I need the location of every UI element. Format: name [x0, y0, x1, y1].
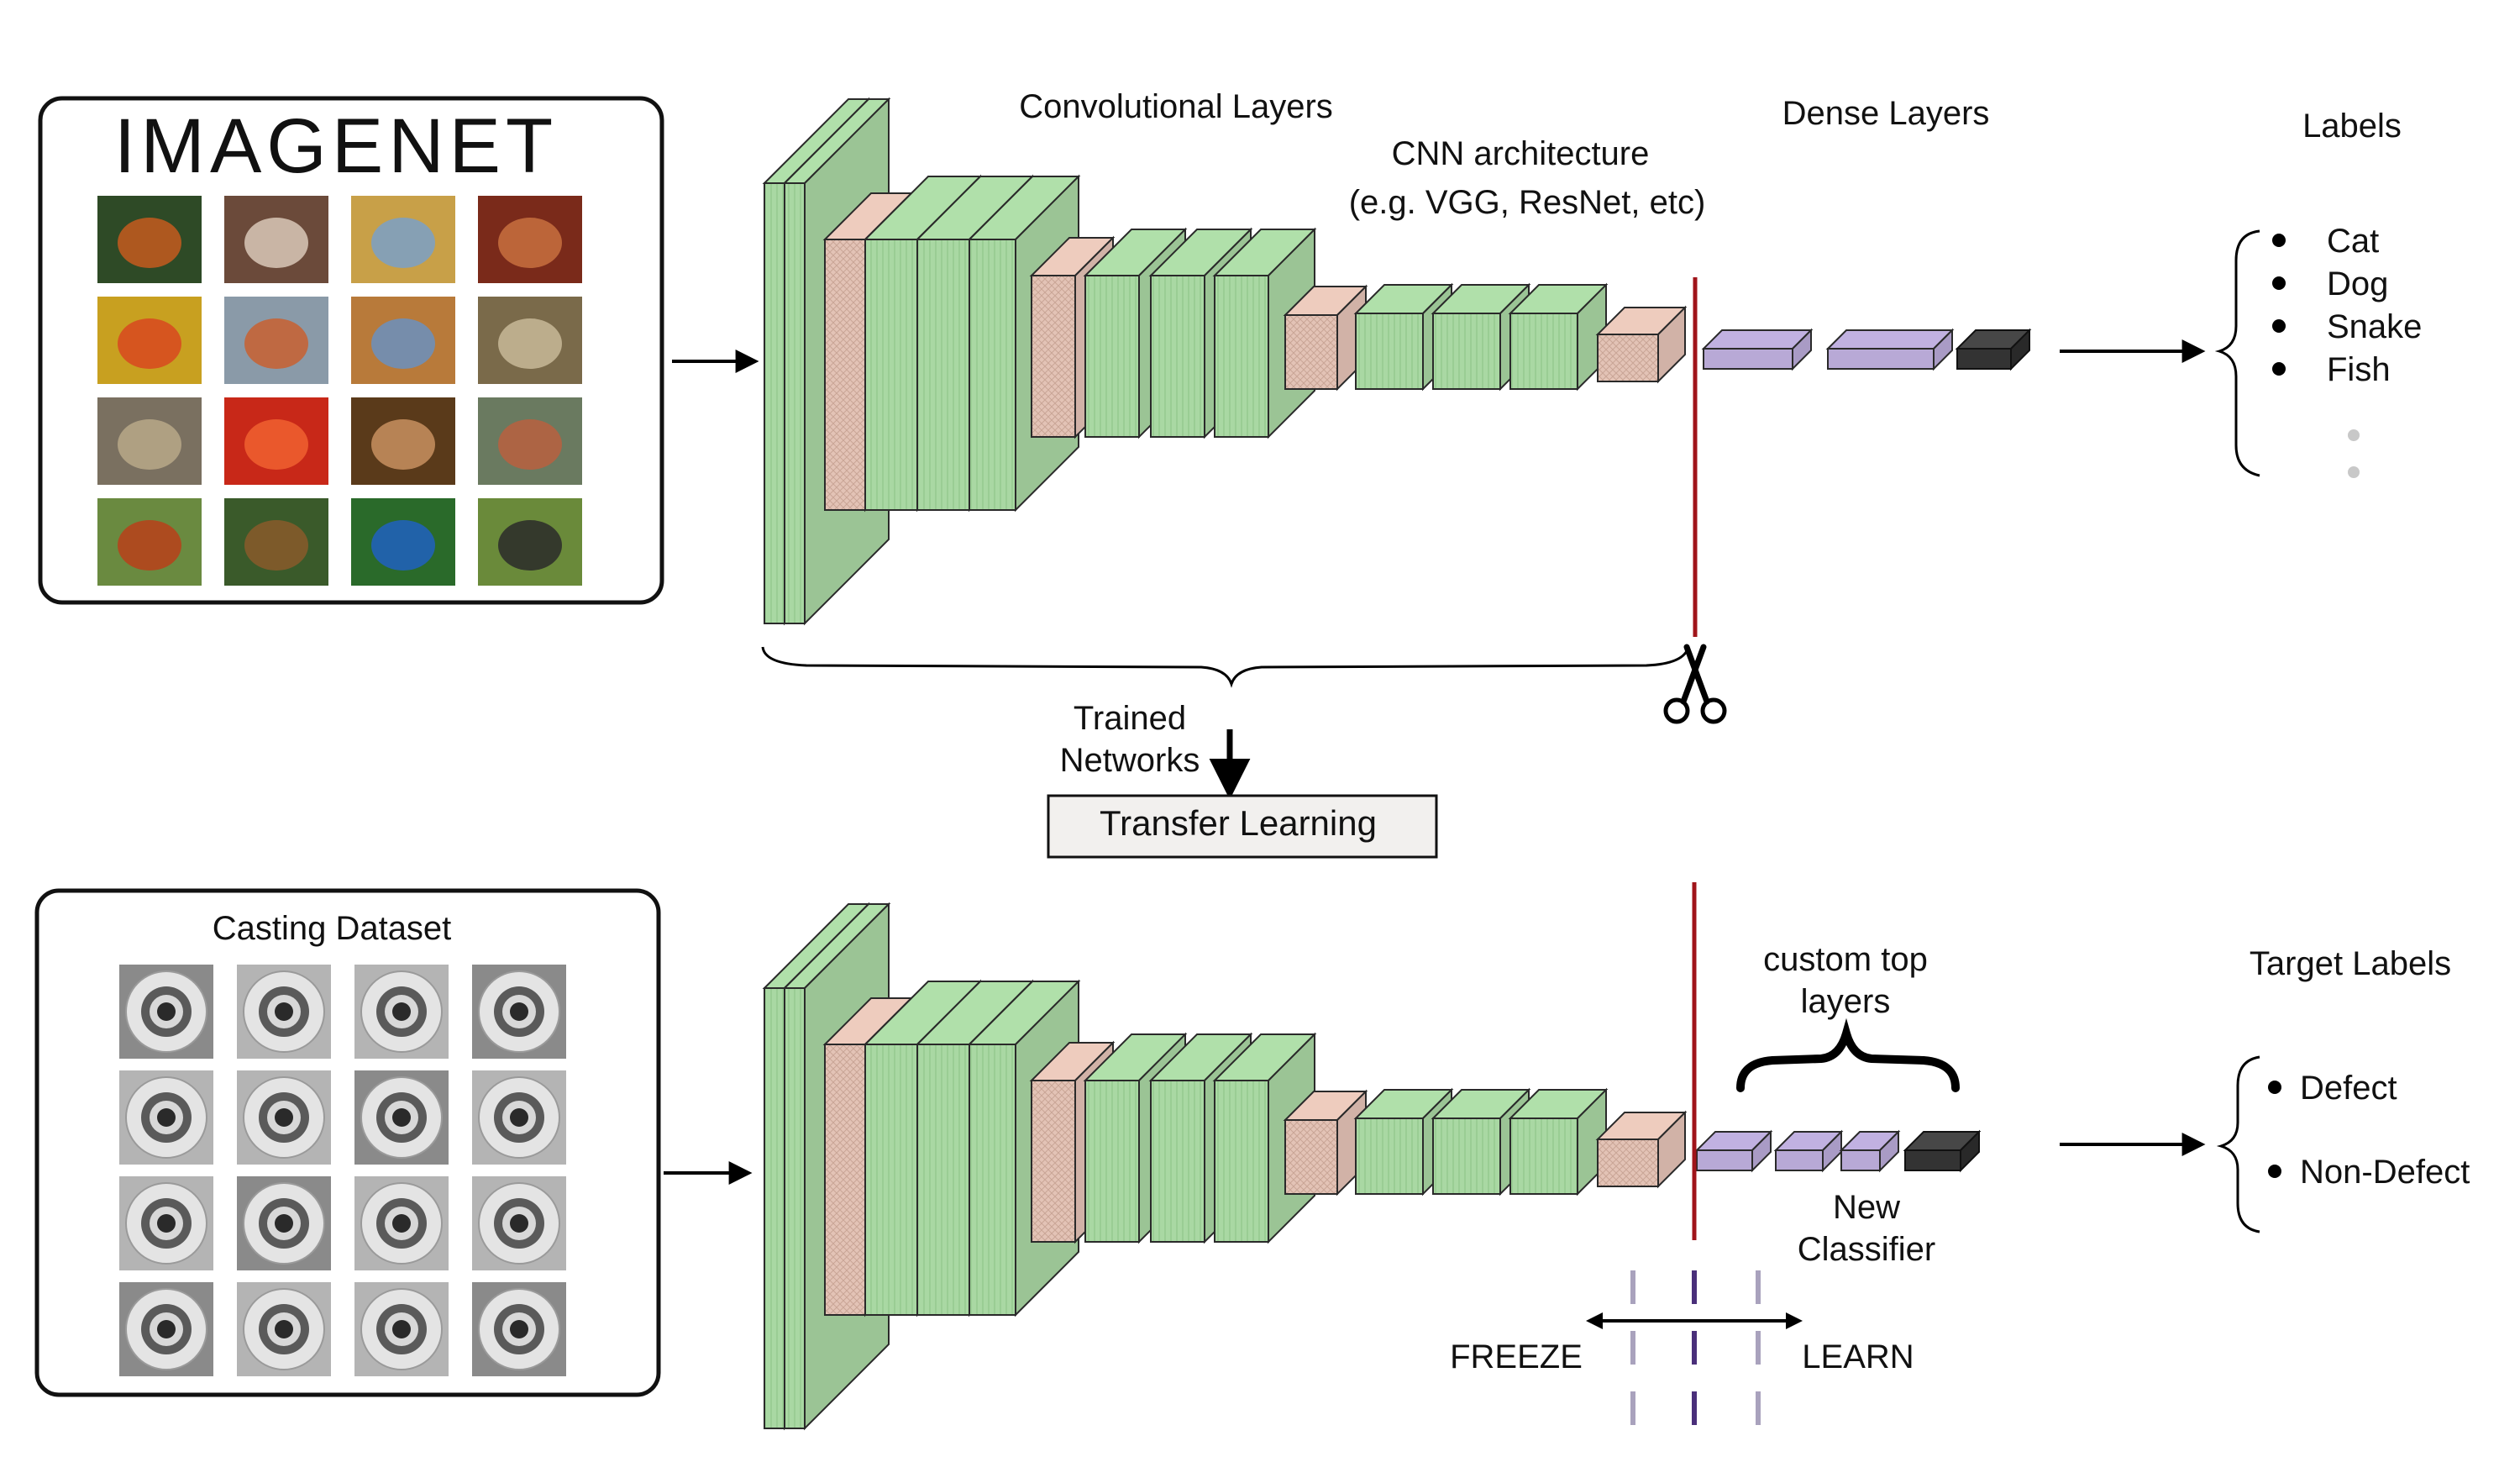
label-bullet [2272, 276, 2286, 290]
transfer-learning-label: Transfer Learning [1100, 803, 1377, 843]
imagenet-thumbnail [224, 498, 328, 586]
imagenet-thumbnail [97, 297, 202, 384]
label-bullet [2268, 1081, 2281, 1094]
trained-networks-label-2: Networks [1060, 742, 1200, 779]
dense-layer [1694, 1129, 1773, 1173]
casting-thumbnail [354, 1070, 449, 1165]
target-label: Defect [2300, 1070, 2397, 1107]
scissors-icon [1663, 644, 1727, 724]
imagenet-thumbnail [351, 297, 455, 384]
casting-thumbnail [119, 965, 213, 1059]
learn-label: LEARN [1802, 1338, 1914, 1375]
casting-thumbnail [237, 1070, 331, 1165]
imagenet-thumbnail [97, 397, 202, 485]
casting-thumbnails [119, 965, 566, 1376]
target-labels-title: Target Labels [2250, 945, 2451, 982]
casting-thumbnail [472, 965, 566, 1059]
casting-thumbnail [354, 1176, 449, 1270]
imagenet-thumbnail [224, 397, 328, 485]
imagenet-logo: IMAGENET [114, 103, 558, 189]
custom-top-layers-label: custom top [1763, 941, 1928, 978]
pool-layer [1595, 1110, 1688, 1189]
dense-layer [1825, 328, 1955, 371]
pretrained-network [762, 97, 2032, 626]
dense-layer [1701, 328, 1814, 371]
target-labels-brace [2216, 1055, 2260, 1233]
cnn-architecture-examples: (e.g. VGG, ResNet, etc) [1349, 184, 1706, 221]
more-labels-dot [2348, 429, 2360, 441]
conv-layers-title: Convolutional Layers [1019, 88, 1333, 125]
pool-layer [1283, 284, 1368, 392]
casting-thumbnail [119, 1176, 213, 1270]
freeze-label: FREEZE [1450, 1338, 1583, 1375]
cnn-architecture-title: CNN architecture [1392, 135, 1650, 172]
trained-networks-label: Trained [1074, 700, 1186, 737]
casting-thumbnail [237, 1282, 331, 1376]
casting-thumbnail [237, 965, 331, 1059]
dense-layer [1773, 1129, 1844, 1173]
labels-brace-top [2214, 229, 2260, 477]
imagenet-thumbnail [97, 498, 202, 586]
casting-panel: Casting Dataset [34, 888, 661, 1397]
custom-top-layers-label-2: layers [1801, 983, 1891, 1020]
imagenet-thumbnail [478, 498, 582, 586]
class-label: Snake [2327, 308, 2422, 345]
imagenet-thumbnail [224, 196, 328, 283]
custom-layers-brace [1736, 1018, 1960, 1092]
casting-thumbnail [119, 1070, 213, 1165]
pool-layer [1283, 1089, 1368, 1196]
casting-thumbnail [354, 965, 449, 1059]
pool-layer [1595, 305, 1688, 384]
conv-layer [1508, 282, 1609, 392]
class-label: Dog [2327, 266, 2388, 302]
imagenet-thumbnail [224, 297, 328, 384]
imagenet-thumbnail [351, 498, 455, 586]
transfer-learning-box [1047, 794, 1438, 859]
casting-thumbnail [472, 1176, 566, 1270]
casting-thumbnail [119, 1282, 213, 1376]
casting-thumbnail [472, 1282, 566, 1376]
new-classifier-label-2: Classifier [1798, 1231, 1935, 1268]
target-label: Non-Defect [2300, 1154, 2470, 1191]
more-labels-dot [2348, 466, 2360, 478]
conv-layer [1353, 1087, 1454, 1196]
new-classifier-label: New [1833, 1189, 1900, 1226]
output-layer [1955, 328, 2032, 371]
imagenet-thumbnail [351, 196, 455, 283]
output-layer [1903, 1129, 1982, 1173]
imagenet-thumbnail [97, 196, 202, 283]
class-label: Fish [2327, 351, 2391, 388]
imagenet-thumbnail [478, 297, 582, 384]
imagenet-thumbnail [351, 397, 455, 485]
casting-thumbnail [237, 1176, 331, 1270]
casting-dataset-title: Casting Dataset [213, 910, 452, 947]
label-bullet [2268, 1165, 2281, 1178]
imagenet-thumbnails [97, 196, 582, 586]
imagenet-thumbnail [478, 196, 582, 283]
label-bullet [2272, 234, 2286, 247]
labels-title: Labels [2302, 108, 2402, 145]
conv-layer [1508, 1087, 1609, 1196]
imagenet-thumbnail [478, 397, 582, 485]
label-bullet [2272, 362, 2286, 376]
trained-networks-brace [761, 646, 1690, 688]
imagenet-panel: IMAGENET [38, 96, 664, 605]
dense-layer [1839, 1129, 1901, 1173]
class-label: Cat [2327, 223, 2379, 260]
label-bullet [2272, 319, 2286, 333]
dense-layers-title: Dense Layers [1782, 95, 1990, 132]
transfer-network [762, 902, 1982, 1431]
freeze-learn-markers [1630, 1270, 1761, 1438]
casting-thumbnail [354, 1282, 449, 1376]
casting-thumbnail [472, 1070, 566, 1165]
